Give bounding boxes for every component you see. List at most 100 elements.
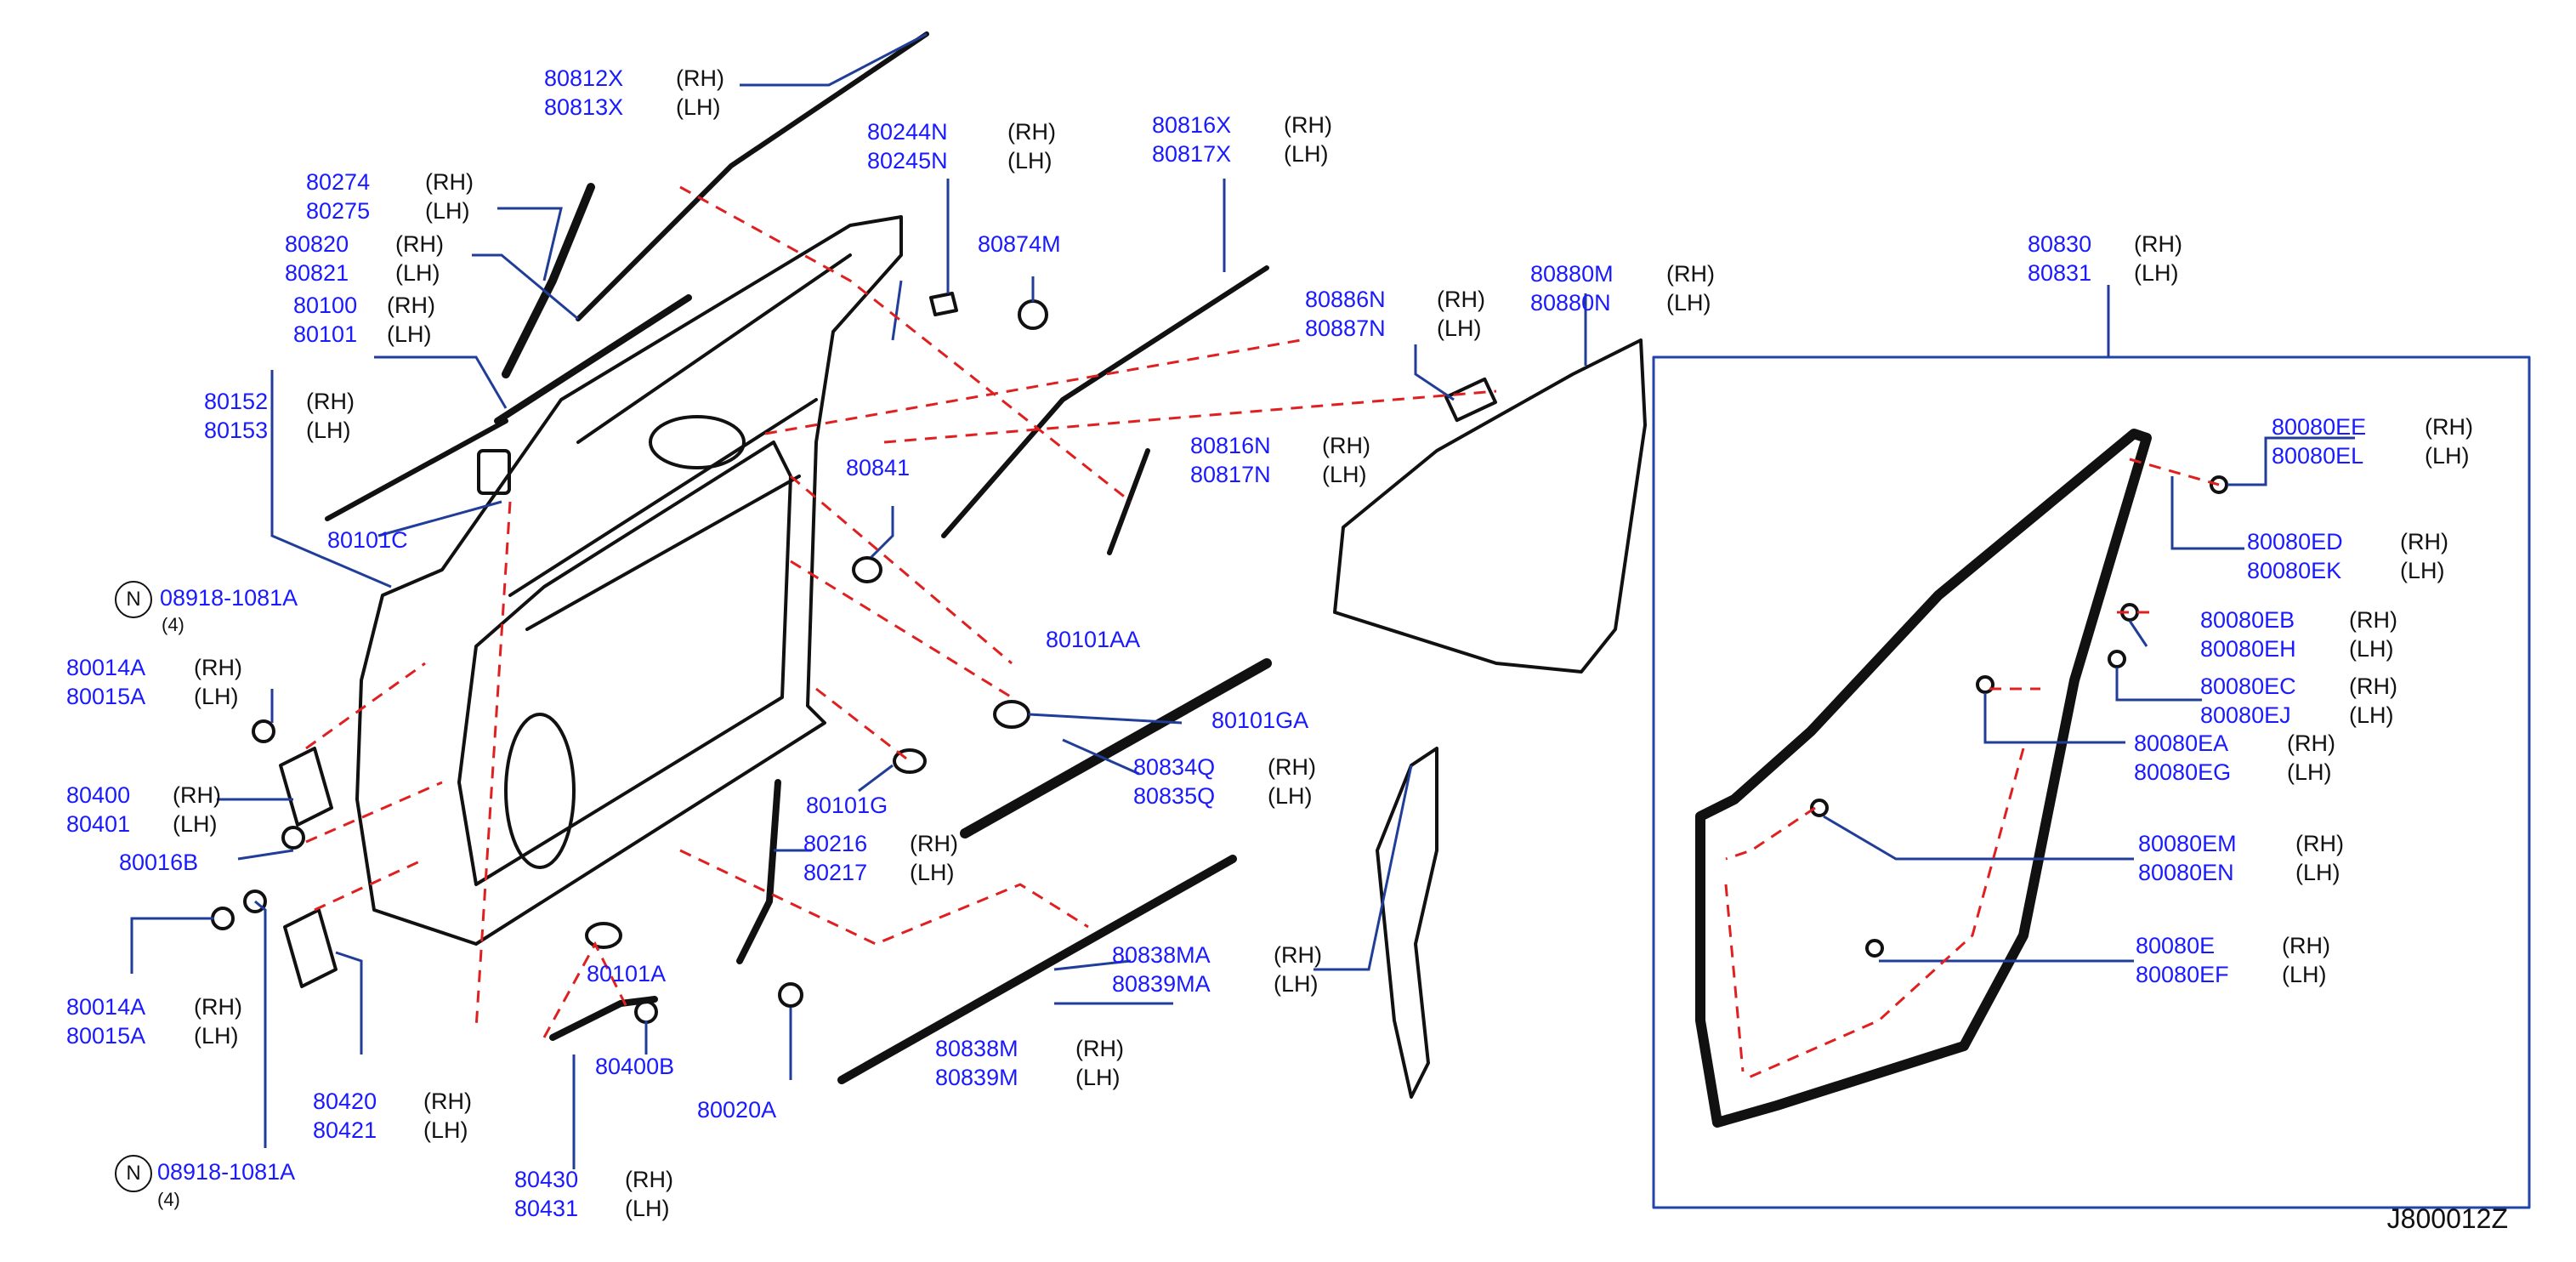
bolt-80016b xyxy=(281,826,305,850)
side-label: (RH) xyxy=(423,1089,472,1114)
part-number: 80421 xyxy=(313,1117,377,1143)
side-label: (RH) xyxy=(2349,674,2397,699)
callout-80100: 80100(RH) 80101(LH) xyxy=(293,291,435,349)
callout-80400b: 80400B xyxy=(595,1052,674,1081)
callout-80020a: 80020A xyxy=(697,1095,776,1124)
part-number: 80080EM xyxy=(2138,831,2237,856)
part-number: 80101A xyxy=(587,961,667,986)
callout-80834q: 80834Q(RH) 80835Q(LH) xyxy=(1133,753,1316,810)
side-label: (LH) xyxy=(676,94,721,120)
part-number: 80420 xyxy=(313,1089,377,1114)
callout-80101aa: 80101AA xyxy=(1046,625,1140,654)
clip-80080ee xyxy=(2210,475,2228,494)
callout-80420: 80420 (RH) 80421 (LH) xyxy=(313,1087,472,1145)
side-label: (LH) xyxy=(625,1196,670,1221)
callout-80080e: 80080E(RH) 80080EF(LH) xyxy=(2136,931,2330,989)
callout-80101g: 80101G xyxy=(806,791,888,820)
callout-80838m: 80838M(RH) 80839M(LH) xyxy=(935,1034,1124,1092)
part-number: 80080EK xyxy=(2247,558,2342,583)
part-number: 80101C xyxy=(327,527,408,553)
side-label: (LH) xyxy=(1322,462,1367,487)
side-label: (LH) xyxy=(387,321,432,347)
side-label: (LH) xyxy=(395,260,440,286)
part-number: 80245N xyxy=(867,148,948,173)
callout-80080ec: 80080EC(RH) 80080EJ(LH) xyxy=(2200,672,2397,730)
part-number: 80014A xyxy=(66,994,146,1020)
part-number: 80080EJ xyxy=(2200,702,2291,728)
part-number: 80830 xyxy=(2028,231,2092,257)
side-label: (LH) xyxy=(2295,860,2341,885)
callout-80080ee: 80080EE(RH) 80080EL(LH) xyxy=(2272,412,2473,470)
side-label: (RH) xyxy=(173,782,221,808)
part-number: 80430 xyxy=(514,1167,579,1192)
part-number: 80817X xyxy=(1152,141,1232,167)
callout-80820: 80820(RH) 80821(LH) xyxy=(285,230,444,287)
part-number: 80080EE xyxy=(2272,414,2367,440)
part-number: 80100 xyxy=(293,293,358,318)
part-number: 80400B xyxy=(595,1054,675,1079)
part-number: 80217 xyxy=(803,860,868,885)
part-number: 80016B xyxy=(119,850,199,875)
part-number: 80820 xyxy=(285,231,349,257)
part-number: 80014A xyxy=(66,655,146,680)
side-label: (RH) xyxy=(2134,231,2182,257)
callout-80244n: 80244N(RH) 80245N(LH) xyxy=(867,117,1056,175)
part-number: 80886N xyxy=(1305,287,1386,312)
side-label: (RH) xyxy=(625,1167,673,1192)
part-number: 80834Q xyxy=(1133,754,1216,780)
callout-80101c: 80101C xyxy=(327,526,408,554)
callout-80016b: 80016B xyxy=(119,848,198,877)
upper-hinge xyxy=(279,747,333,827)
weatherstrip-80834q xyxy=(960,658,1272,838)
part-number: 80080EC xyxy=(2200,674,2296,699)
part-number: 80401 xyxy=(66,811,131,837)
part-number: 80101G xyxy=(806,793,888,818)
side-label: (LH) xyxy=(423,1117,468,1143)
part-number: 80080ED xyxy=(2247,529,2343,554)
part-number: 80080EN xyxy=(2138,860,2234,885)
callout-80400: 80400 (RH) 80401 (LH) xyxy=(66,781,221,838)
part-number: 80015A xyxy=(66,1023,146,1049)
clip-80841 xyxy=(852,556,882,583)
part-number: 80400 xyxy=(66,782,131,808)
side-label: (RH) xyxy=(1437,287,1485,312)
part-number: 80216 xyxy=(803,831,868,856)
side-label: (RH) xyxy=(1322,433,1370,458)
side-label: (LH) xyxy=(173,811,218,837)
side-label: (LH) xyxy=(1075,1065,1121,1090)
part-number: 80880N xyxy=(1530,290,1611,316)
part-number: 80838MA xyxy=(1112,942,1211,968)
n-symbol-bottom: N xyxy=(115,1155,152,1192)
side-label: (RH) xyxy=(2282,933,2330,958)
part-number: 80015A xyxy=(66,684,146,709)
seal-trim xyxy=(1376,747,1438,1099)
side-label: (LH) xyxy=(2134,260,2179,286)
callout-80816x: 80816X(RH) 80817X(LH) xyxy=(1152,111,1332,168)
lower-hinge xyxy=(283,908,338,988)
callout-80830: 80830(RH) 80831(LH) xyxy=(2028,230,2182,287)
callout-80886n: 80886N(RH) 80887N(LH) xyxy=(1305,285,1485,343)
part-number: 80838M xyxy=(935,1036,1018,1061)
callout-80874m: 80874M xyxy=(978,230,1061,259)
callout-80430: 80430(RH) 80431(LH) xyxy=(514,1165,673,1223)
side-label: (LH) xyxy=(1007,148,1053,173)
part-number: 80275 xyxy=(306,198,371,224)
part-number: 80813X xyxy=(544,94,624,120)
clip-80101ga xyxy=(993,700,1030,729)
side-label: (RH) xyxy=(425,169,474,195)
part-number: 80821 xyxy=(285,260,349,286)
side-label: (RH) xyxy=(1274,942,1322,968)
part-number: 80841 xyxy=(846,455,911,480)
bolt-part-bottom: 08918-1081A xyxy=(157,1159,296,1185)
sash-80820 xyxy=(494,294,692,424)
callout-80014a-bottom: 80014A(RH) 80015A(LH) xyxy=(66,992,242,1050)
post-80216 xyxy=(736,779,781,964)
callout-80274: 80274(RH) 80275(LH) xyxy=(306,168,474,225)
part-number: 80080EG xyxy=(2134,759,2232,785)
callout-80841: 80841 xyxy=(846,453,910,482)
side-label: (LH) xyxy=(2400,558,2445,583)
callout-80216: 80216(RH) 80217(LH) xyxy=(803,829,958,887)
part-number: 80816N xyxy=(1190,433,1271,458)
part-number: 80887N xyxy=(1305,316,1386,341)
door-trim-80880m xyxy=(1333,338,1647,674)
